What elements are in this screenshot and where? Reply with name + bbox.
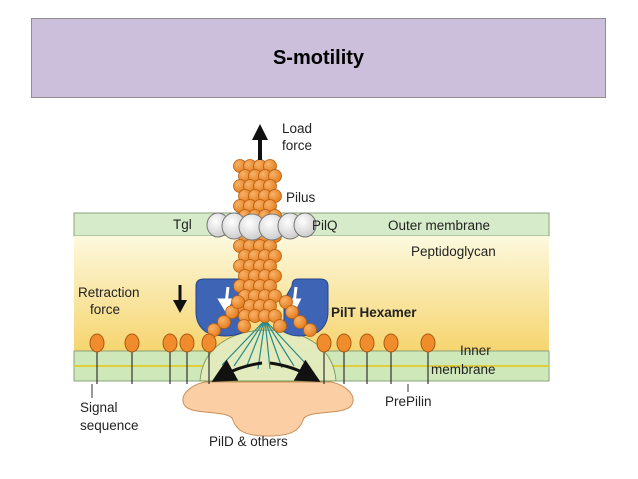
rotation-arrow-right [269, 359, 321, 382]
load-force-label-2: force [282, 138, 312, 153]
load-force-label: Load [282, 121, 312, 136]
pilin-subunit [279, 295, 293, 309]
prepilin-head [201, 333, 217, 353]
pilt-hexamer-label: PilT Hexamer [331, 305, 417, 320]
pilus-label: Pilus [286, 190, 316, 205]
pilq-label: PilQ [312, 218, 338, 233]
retraction-force-label: Retraction [78, 285, 140, 300]
pilin-subunit [217, 315, 231, 329]
pilq-secretin [206, 212, 317, 241]
prepilin-head [89, 333, 105, 353]
prepilin-head [316, 333, 332, 353]
tgl-label: Tgl [173, 217, 192, 232]
pilin-subunit [237, 319, 251, 333]
prepilin-head [162, 333, 178, 353]
prepilin-label: PrePilin [385, 394, 432, 409]
prepilin-lollipops [89, 333, 436, 384]
pilin-subunit [231, 295, 245, 309]
outer-membrane-label: Outer membrane [388, 218, 490, 233]
pilin-subunit [273, 319, 287, 333]
retraction-force-arrow [173, 285, 187, 313]
pilin-subunit [303, 323, 317, 337]
prepilin-head [336, 333, 352, 353]
inner-membrane-label: Inner [460, 343, 491, 358]
rotation-arrow-left [211, 359, 263, 382]
prepilin-head [359, 333, 375, 353]
signal-sequence-label-2: sequence [80, 418, 139, 433]
title-box: S-motility [31, 18, 606, 98]
pilin-subunit [293, 315, 307, 329]
pilin-subunit [225, 305, 239, 319]
pild-others-label: PilD & others [209, 434, 288, 449]
peptidoglycan-label: Peptidoglycan [411, 244, 496, 259]
load-force-arrow [252, 124, 268, 160]
prepilin-head [383, 333, 399, 353]
prepilin-head [179, 333, 195, 353]
prepilin-head [124, 333, 140, 353]
inner-membrane-label-2: membrane [431, 362, 496, 377]
fan-lines [221, 319, 307, 370]
retraction-force-label-2: force [90, 302, 120, 317]
slide-title: S-motility [272, 46, 365, 69]
prepilin-head [420, 333, 436, 353]
signal-sequence-label: Signal [80, 400, 118, 415]
pilin-subunit [285, 305, 299, 319]
pild-protein-shape [182, 381, 354, 437]
